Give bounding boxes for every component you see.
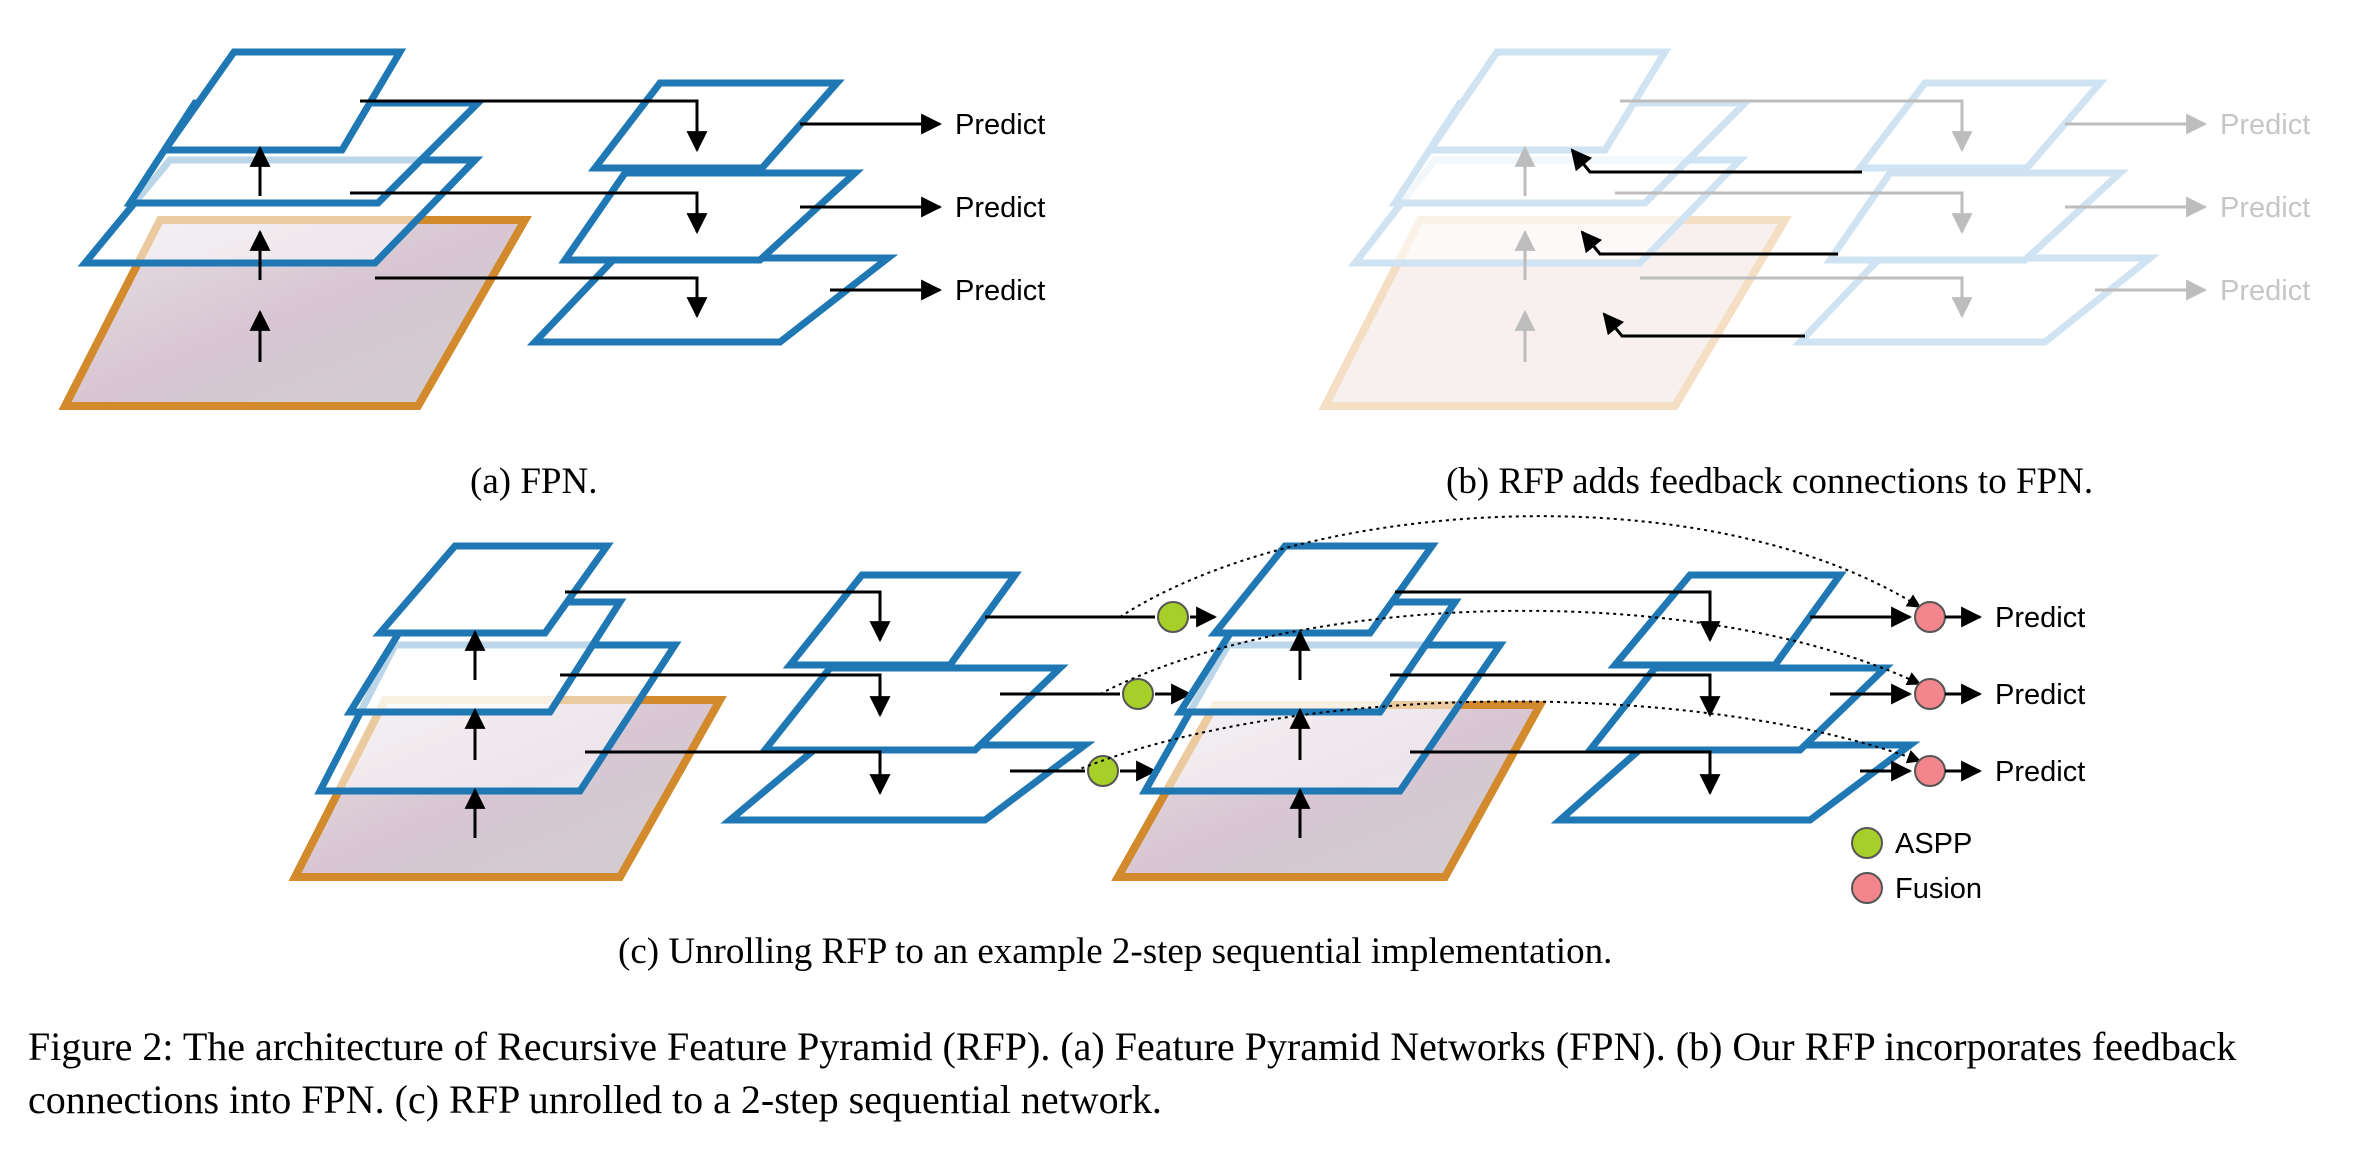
fpn-level-2 bbox=[757, 664, 1069, 754]
predict-label: Predict bbox=[2220, 109, 2310, 141]
fpn-level-3 bbox=[526, 254, 899, 346]
fpn-level-1 bbox=[1607, 571, 1847, 669]
subcaption-b: (b) RFP adds feedback connections to FPN… bbox=[1446, 461, 2094, 502]
skip-connections bbox=[1074, 515, 1922, 772]
predict-label: Predict bbox=[1995, 679, 2085, 711]
predict-label: Predict bbox=[955, 192, 1045, 224]
fpn-level-3 bbox=[1550, 741, 1921, 824]
legend: ASPP Fusion bbox=[1851, 827, 1982, 905]
fpn-level-2 bbox=[1582, 664, 1894, 754]
predict-label: Predict bbox=[955, 275, 1045, 307]
predict-label: Predict bbox=[955, 109, 1045, 141]
lateral-arrows bbox=[560, 590, 891, 796]
step-1 bbox=[288, 542, 1096, 881]
rfp-architecture-diagram: Predict Predict Predict bbox=[58, 48, 2310, 905]
lateral-arrows bbox=[1615, 99, 1973, 319]
fpn-level-2 bbox=[558, 169, 865, 264]
subcaption-a: (a) FPN. bbox=[470, 461, 598, 502]
predict-arrows bbox=[800, 113, 943, 301]
step-2 bbox=[1111, 542, 1921, 881]
predict-label: Predict bbox=[2220, 275, 2310, 307]
predict-arrows bbox=[2065, 113, 2208, 301]
fpn-level-3 bbox=[1791, 254, 2160, 346]
lateral-arrows bbox=[1390, 590, 1721, 796]
backbone-level-1 bbox=[158, 48, 407, 154]
fusion-nodes bbox=[1914, 601, 1946, 787]
fusion-node-icon bbox=[1914, 601, 1946, 633]
aspp-node-icon bbox=[1157, 601, 1189, 633]
backbone-level-1 bbox=[1207, 542, 1439, 637]
fpn-level-3 bbox=[720, 741, 1096, 824]
fpn-level-1 bbox=[587, 79, 845, 172]
fpn-level-1 bbox=[782, 571, 1022, 669]
legend-aspp-label: ASPP bbox=[1895, 828, 1972, 860]
legend-fusion-label: Fusion bbox=[1895, 873, 1982, 905]
feedback-arrows bbox=[1570, 148, 1862, 338]
aspp-node-icon bbox=[1122, 678, 1154, 710]
panel-c-unrolled-rfp: Predict Predict Predict ASPP Fusion bbox=[288, 515, 2085, 905]
backbone-level-1 bbox=[372, 542, 614, 637]
predict-arrows bbox=[1945, 606, 1983, 782]
figure-caption: Figure 2: The architecture of Recursive … bbox=[28, 1024, 2237, 1122]
fpn-level-1 bbox=[1852, 79, 2108, 172]
fusion-node-icon bbox=[1914, 678, 1946, 710]
fusion-node-icon bbox=[1914, 755, 1946, 787]
predict-label: Predict bbox=[1995, 602, 2085, 634]
fpn-level-2 bbox=[1823, 169, 2130, 264]
panel-b-rfp: Predict Predict Predict bbox=[1318, 48, 2310, 410]
predict-label: Predict bbox=[2220, 192, 2310, 224]
lateral-arrows bbox=[350, 99, 708, 319]
predict-label: Predict bbox=[1995, 756, 2085, 788]
subcaption-c: (c) Unrolling RFP to an example 2-step s… bbox=[618, 931, 1613, 972]
aspp-node-icon bbox=[1851, 827, 1883, 859]
fusion-node-icon bbox=[1851, 872, 1883, 904]
backbone-level-1 bbox=[1423, 48, 1672, 154]
fusion-connections bbox=[1810, 606, 1913, 782]
panel-a-fpn: Predict Predict Predict bbox=[58, 48, 1045, 410]
